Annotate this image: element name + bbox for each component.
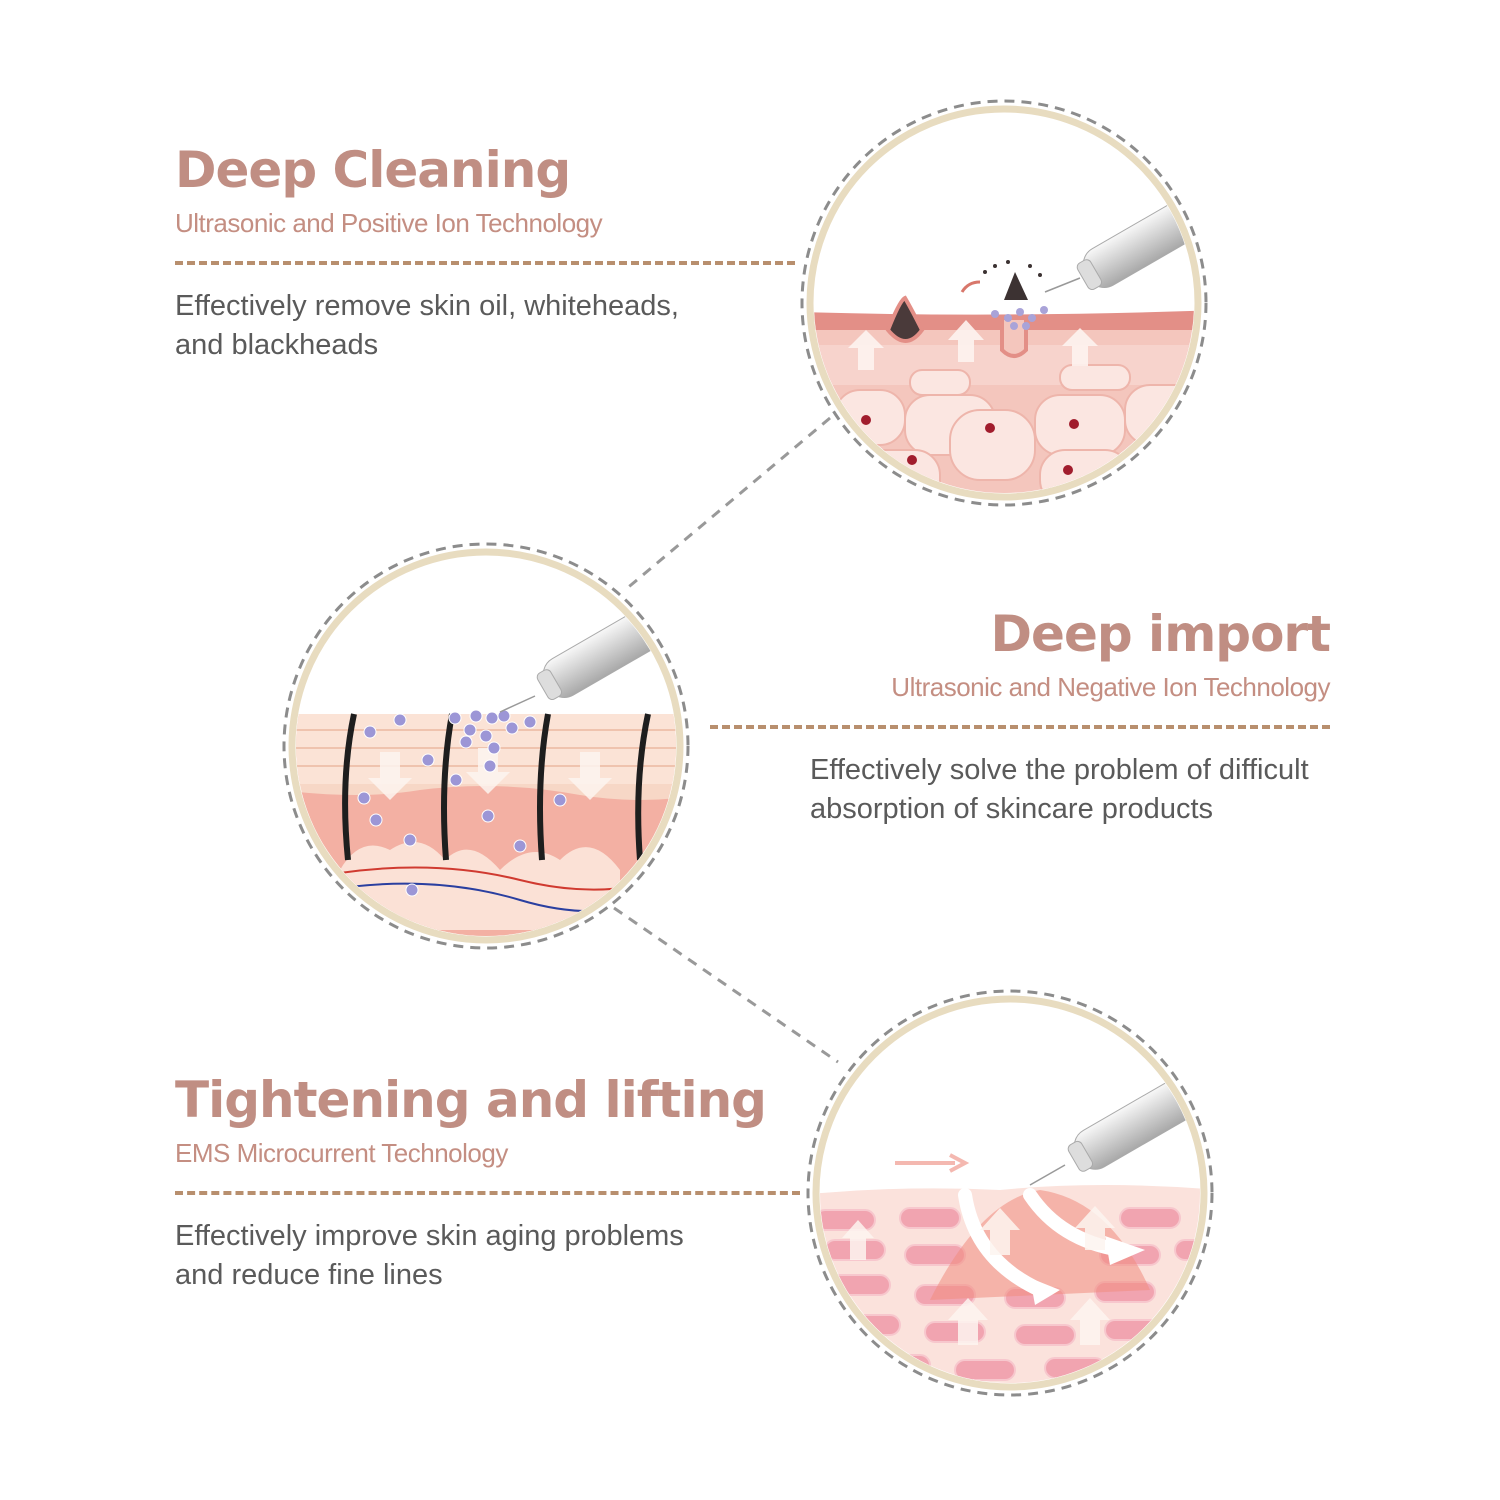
deep-import-title: Deep import	[990, 605, 1331, 663]
deep-cleaning-illustration	[800, 99, 1208, 507]
deep-cleaning-divider	[175, 261, 795, 265]
deep-cleaning-title: Deep Cleaning	[175, 141, 571, 199]
deep-import-divider	[710, 725, 1330, 729]
deep-import-desc-line2: absorption of skincare products	[810, 793, 1213, 825]
tightening-lifting-desc-line1: Effectively improve skin aging problems	[175, 1220, 684, 1252]
deep-import-subtitle: Ultrasonic and Negative Ion Technology	[891, 672, 1330, 702]
deep-cleaning-desc-line1: Effectively remove skin oil, whiteheads,	[175, 290, 679, 322]
tightening-lifting-description: Effectively improve skin aging problems …	[175, 1217, 800, 1295]
tightening-lifting-section: Tightening and lifting EMS Microcurrent …	[175, 1073, 800, 1295]
deep-import-desc-line1: Effectively solve the problem of difficu…	[810, 754, 1309, 786]
tightening-lifting-divider	[175, 1191, 800, 1195]
deep-import-section: Deep import Ultrasonic and Negative Ion …	[710, 605, 1331, 829]
tightening-lifting-title: Tightening and lifting	[175, 1071, 767, 1129]
deep-cleaning-desc-line2: and blackheads	[175, 329, 379, 361]
connector-line-1	[624, 416, 831, 592]
deep-cleaning-subtitle: Ultrasonic and Positive Ion Technology	[175, 208, 603, 238]
tightening-lifting-illustration	[806, 989, 1214, 1397]
deep-cleaning-description: Effectively remove skin oil, whiteheads,…	[175, 287, 795, 365]
tightening-lifting-subtitle: EMS Microcurrent Technology	[175, 1138, 508, 1168]
tightening-lifting-desc-line2: and reduce fine lines	[175, 1259, 443, 1291]
deep-import-illustration	[282, 542, 690, 950]
connector-line-2	[613, 906, 839, 1064]
deep-cleaning-section: Deep Cleaning Ultrasonic and Positive Io…	[175, 143, 795, 365]
deep-import-description: Effectively solve the problem of difficu…	[710, 751, 1330, 829]
